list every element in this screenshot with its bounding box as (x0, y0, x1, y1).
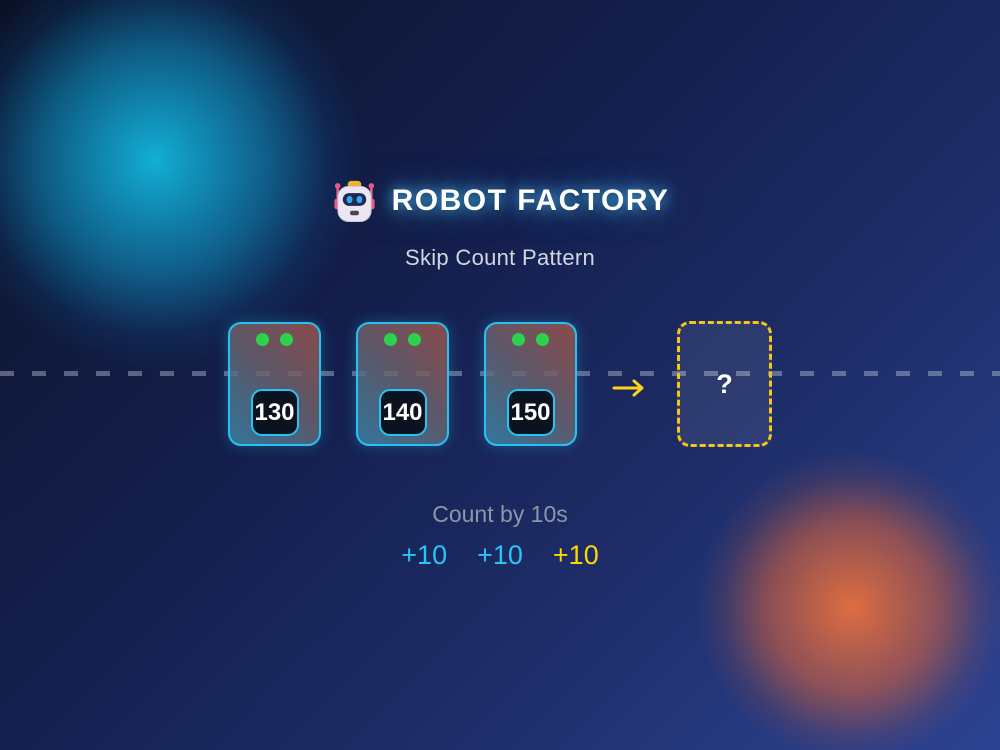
robot-eye-right (536, 333, 549, 346)
right-arrow-icon (612, 378, 648, 398)
page-header: ROBOT FACTORY (0, 178, 1000, 224)
page-title: ROBOT FACTORY (391, 184, 670, 217)
robot-card-2: 140 (356, 322, 449, 446)
increment-row: +10 +10 +10 (0, 540, 1000, 571)
robot-eye-right (280, 333, 293, 346)
number-display: 130 (250, 389, 299, 436)
number-display: 150 (506, 389, 555, 436)
count-hint-label: Count by 10s (432, 501, 568, 527)
robot-card-1: 130 (228, 322, 321, 446)
page-subtitle: Skip Count Pattern (404, 245, 596, 270)
robot-eyes (486, 333, 575, 346)
increment-label-1: +10 (401, 540, 448, 570)
robot-eye-right (408, 333, 421, 346)
question-mark: ? (716, 368, 733, 399)
robot-card-3: 150 (484, 322, 577, 446)
robot-eye-left (384, 333, 397, 346)
robot-eyes (230, 333, 319, 346)
increment-label-2: +10 (477, 540, 523, 570)
number-display: 140 (378, 389, 427, 436)
robot-eye-left (512, 333, 525, 346)
increment-label-3: +10 (552, 540, 599, 570)
robot-face-icon (334, 180, 375, 223)
robot-eye-left (256, 333, 269, 346)
robot-eyes (358, 333, 447, 346)
mystery-answer-slot[interactable]: ? (677, 321, 772, 447)
